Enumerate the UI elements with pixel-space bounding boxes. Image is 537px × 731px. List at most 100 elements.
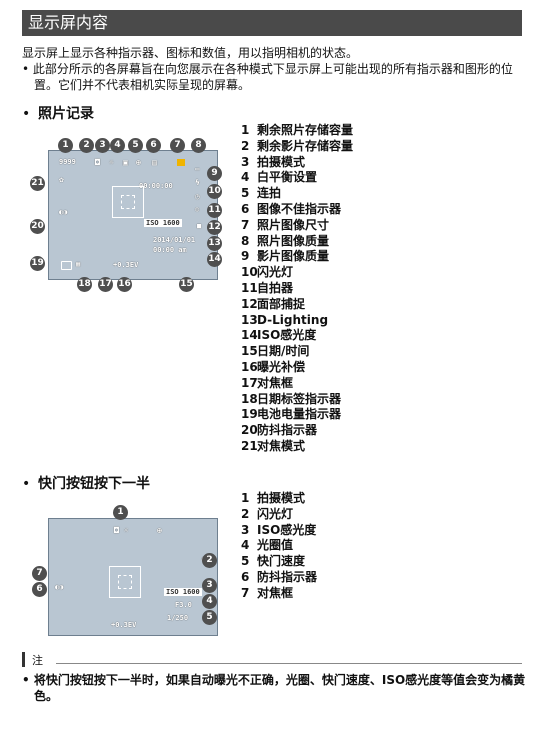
legend-number: 5 — [241, 186, 250, 201]
callout-13: 13 — [207, 236, 222, 251]
photo-screen-diagram: 9999 ◘ ☼ ▣ ⊕ ▤ ▭ 00:00:00 ϟ ◷ ☺ ■ ✿ ◐◑ I… — [48, 150, 218, 280]
blur-warning-icon: ⊕ — [136, 158, 141, 167]
legend-number: 17 — [241, 375, 258, 390]
continuous-icon: ▣ — [123, 158, 128, 167]
legend-label: 拍摄模式 — [257, 154, 306, 169]
callout-6: 6 — [146, 138, 161, 153]
legend-label: 照片图像尺寸 — [257, 217, 330, 232]
intro: 显示屏上显示各种指示器、图标和数值，用以指明相机的状态。 • 此部分所示的各屏幕… — [22, 45, 527, 93]
iso-badge: ISO 1600 — [164, 588, 202, 596]
callout-8: 8 — [191, 138, 206, 153]
callout-1: 1 — [58, 138, 73, 153]
note-marker — [22, 652, 25, 667]
legend-number: 4 — [241, 170, 250, 185]
callout-9: 9 — [207, 166, 222, 181]
movie-quality-icon: ▭ — [195, 165, 200, 173]
legend-number: 19 — [241, 407, 258, 422]
legend-number: 20 — [241, 423, 258, 438]
callout-7: 7 — [32, 566, 47, 581]
stabilizer-icon: ◐◑ — [59, 208, 68, 216]
legend-number: 1 — [241, 123, 250, 137]
legend-number: 16 — [241, 359, 258, 374]
callout-21: 21 — [30, 176, 45, 191]
legend-label: 曝光补偿 — [257, 359, 306, 374]
flash-icon: ϟ — [195, 178, 200, 187]
callout-14: 14 — [207, 252, 222, 267]
shooting-mode-icon: ◘ ☼ — [114, 526, 129, 535]
date-readout: 2014/01/01 — [153, 236, 196, 244]
ev-readout: +0.3EV — [111, 621, 137, 629]
legend-label: 剩余照片存储容量 — [257, 123, 354, 137]
note-rule — [56, 663, 522, 664]
callout-3: 3 — [95, 138, 110, 153]
legend-row: 12面部捕捉 — [241, 297, 353, 313]
focus-frame — [109, 566, 141, 598]
legend-label: 对焦框 — [257, 375, 294, 390]
legend-number: 6 — [241, 569, 250, 584]
legend-number: 3 — [241, 154, 250, 169]
callout-18: 18 — [77, 277, 92, 292]
legend-row: 14ISO感光度 — [241, 328, 353, 344]
legend-label: 剩余影片存储容量 — [257, 138, 354, 153]
legend-row: 5 连拍 — [241, 186, 353, 202]
focus-frame — [112, 186, 144, 218]
legend-label: 日期标签指示器 — [257, 391, 342, 406]
legend-row: 11自拍器 — [241, 281, 353, 297]
callout-19: 19 — [30, 256, 45, 271]
legend-number: 12 — [241, 296, 258, 311]
legend-row: 13D-Lighting — [241, 313, 353, 329]
intro-line: 显示屏上显示各种指示器、图标和数值，用以指明相机的状态。 — [22, 46, 359, 60]
section-photo-title: •照片记录 — [22, 103, 94, 123]
callout-15: 15 — [179, 277, 194, 292]
legend-row: 19电池电量指示器 — [241, 407, 353, 423]
image-size-icon: ▤ — [152, 158, 157, 167]
self-timer-icon: ◷ — [195, 192, 200, 201]
callout-4: 4 — [110, 138, 125, 153]
legend-number: 10 — [241, 265, 258, 280]
callout-5: 5 — [128, 138, 143, 153]
legend-label: 白平衡设置 — [257, 170, 318, 185]
legend-number: 5 — [241, 554, 250, 569]
legend-number: 2 — [241, 138, 250, 153]
legend-label: 防抖指示器 — [257, 423, 318, 438]
legend-row: 21对焦模式 — [241, 439, 353, 455]
ev-readout: +0.3EV — [113, 261, 139, 269]
legend-number: 6 — [241, 201, 250, 216]
page-title: 显示屏内容 — [28, 13, 109, 32]
legend-label: 日期/时间 — [257, 344, 310, 359]
callout-7: 7 — [170, 138, 185, 153]
legend-number: 3 — [241, 522, 250, 537]
shots-left-readout: 9999 — [59, 158, 76, 166]
movie-time-readout: 00:00:00 — [139, 182, 173, 190]
legend-label: 连拍 — [257, 186, 282, 201]
legend-row: 4 白平衡设置 — [241, 170, 353, 186]
legend-label: ISO感光度 — [257, 522, 317, 537]
callout-16: 16 — [117, 277, 132, 292]
legend-number: 18 — [241, 391, 258, 406]
callout-11: 11 — [207, 203, 222, 218]
legend-row: 3 拍摄模式 — [241, 155, 353, 171]
legend-number: 15 — [241, 344, 258, 359]
legend-label: 面部捕捉 — [257, 296, 306, 311]
legend-label: 自拍器 — [257, 280, 294, 295]
legend-row: 6 防抖指示器 — [241, 570, 317, 586]
note-text: • 将快门按钮按下一半时，如果自动曝光不正确，光圈、快门速度、ISO感光度等值会… — [22, 673, 526, 703]
date-stamp-icon: ▦ — [76, 260, 81, 268]
callout-1: 1 — [113, 505, 128, 520]
legend-label: 影片图像质量 — [257, 249, 330, 264]
legend-label: 对焦框 — [257, 585, 294, 600]
shooting-mode-icon: ◘ — [95, 158, 100, 167]
legend-label: 闪光灯 — [257, 506, 294, 521]
legend-label: 防抖指示器 — [257, 569, 318, 584]
legend-row: 3 ISO感光度 — [241, 523, 317, 539]
iso-badge: ISO 1600 — [144, 219, 182, 227]
intro-bullet: • 此部分所示的各屏幕旨在向您展示在各种模式下显示屏上可能出现的所有指示器和图形… — [22, 62, 513, 92]
legend-label: 快门速度 — [257, 554, 306, 569]
